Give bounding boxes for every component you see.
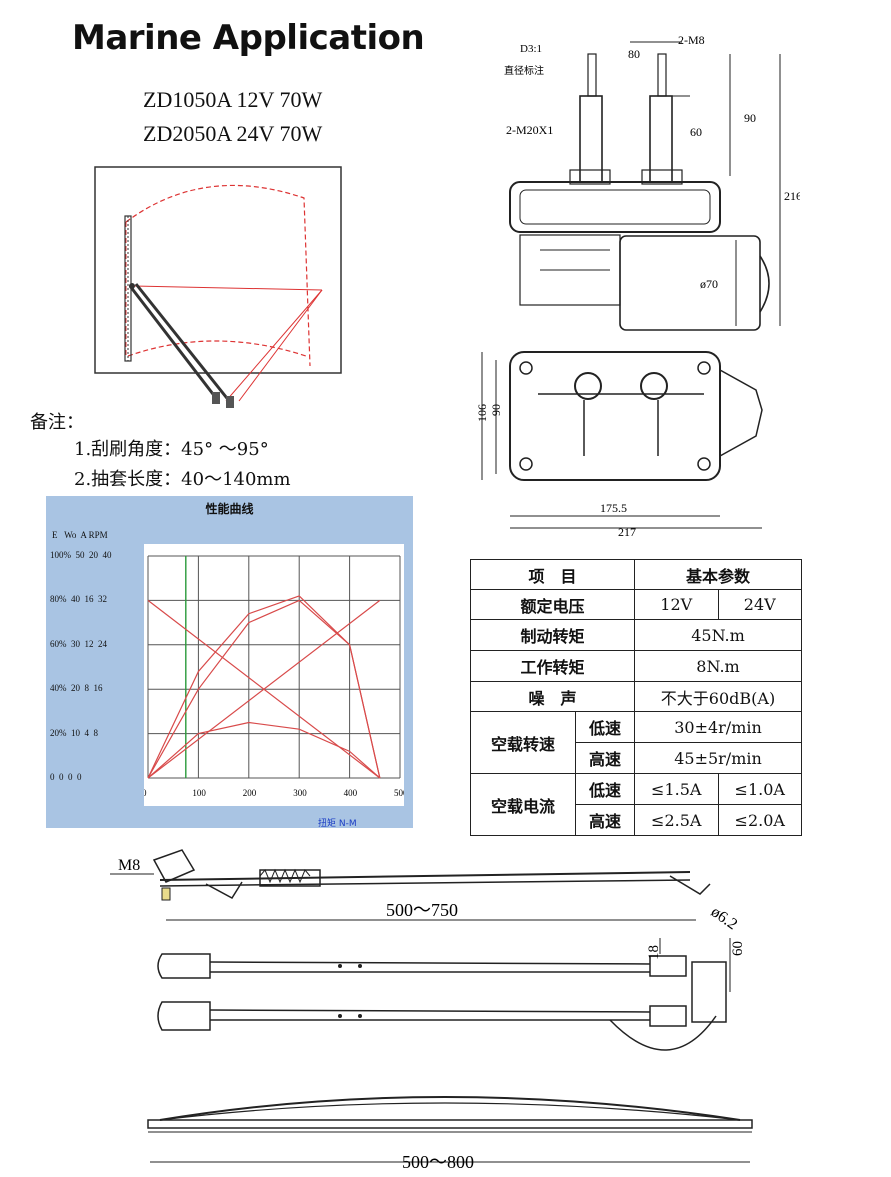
chart-title: 性能曲线 xyxy=(205,502,254,516)
dim-216: 216 xyxy=(784,189,800,203)
chart-series-3 xyxy=(147,599,381,779)
model-zd1050a: ZD1050A 12V 70W xyxy=(143,87,323,112)
spec-stall-torque: 45N.m xyxy=(634,619,802,651)
chart-plot-area: 0 100 200 300 400 500 xyxy=(142,544,408,806)
dim-90: 90 xyxy=(744,111,756,125)
linkage-dim-18: 18 xyxy=(646,945,662,960)
header-a: A xyxy=(80,530,87,540)
spec-current-low-label: 低速 xyxy=(575,773,635,805)
spec-table: 项 目 基本参数 额定电压 12V 24V 制动转矩 45N.m 工作转矩 8N… xyxy=(470,559,802,836)
wiper-angle-diagram xyxy=(94,166,342,408)
performance-chart: 性能曲线 E Wo A RPM 0 100 200 300 400 500 100% 50… xyxy=(46,496,413,829)
wiper-blade-drawing: 500～800 xyxy=(147,1096,753,1172)
wiper-linkage-drawing: 18 60 xyxy=(157,938,746,1051)
dim-2m8: 2-M8 xyxy=(678,33,705,47)
chart-ytick-row: 40% 20 8 16 xyxy=(50,683,103,694)
chart-ytick-row: 60% 30 12 24 xyxy=(50,638,107,649)
model-zd2050a: ZD2050A 24V 70W xyxy=(143,121,323,146)
arm-m8-label: M8 xyxy=(118,857,140,874)
note-wipe-angle: 1.刮刷角度：45° ～95° xyxy=(74,439,269,460)
dim-106: 106 xyxy=(475,404,489,422)
spec-working-torque: 8N.m xyxy=(634,650,802,682)
chart-ytick-row: 80% 40 16 32 xyxy=(50,594,107,605)
spec-label-speed: 空载转速 xyxy=(470,711,576,774)
notes-heading: 备注： xyxy=(30,412,84,433)
spec-current-high-24: ≤2.0A xyxy=(717,804,802,836)
spec-speed-high: 45±5r/min xyxy=(634,742,802,774)
note-shaft-length: 2.抽套长度：40～140mm xyxy=(74,469,291,490)
spec-header-params: 基本参数 xyxy=(634,559,802,590)
chart-ytick-row: 20% 10 4 8 xyxy=(50,727,98,738)
spec-current-high-12: ≤2.5A xyxy=(634,804,719,836)
spec-current-low-24: ≤1.0A xyxy=(717,773,802,805)
spec-voltage-24: 24V xyxy=(717,589,802,620)
spec-current-low-12: ≤1.5A xyxy=(634,773,719,805)
chart-ytick-row: 100% 50 20 40 xyxy=(50,550,112,560)
spec-speed-low-label: 低速 xyxy=(575,711,635,743)
chart-svg: 0 100 200 300 400 500 xyxy=(142,555,408,798)
spec-label-voltage: 额定电压 xyxy=(470,589,635,620)
arm-length-label: 500～750 xyxy=(386,900,458,920)
blade-length-label: 500～800 xyxy=(402,1152,474,1172)
dim-175-5: 175.5 xyxy=(600,501,627,515)
chart-axis-headers: E Wo A RPM xyxy=(52,530,108,540)
spec-label-stall-torque: 制动转矩 xyxy=(470,619,635,651)
dim-o70: ø70 xyxy=(700,277,718,291)
wiper-arm-drawing: M8 500～750 ø6.2 xyxy=(110,849,741,932)
spec-current-high-label: 高速 xyxy=(575,804,635,836)
chart-xtick: 0 xyxy=(144,788,147,798)
dim-2m20: 2-M20X1 xyxy=(506,123,553,137)
spec-noise: 不大于60dB(A) xyxy=(634,681,802,712)
chart-xtick: 200 xyxy=(243,788,257,798)
spec-label-current: 空载电流 xyxy=(470,773,576,836)
chart-series-4 xyxy=(147,721,381,779)
dim-90-bottom: 90 xyxy=(489,404,503,416)
dim-d31: D3:1 xyxy=(520,43,542,55)
chart-xtick: 400 xyxy=(344,788,358,798)
chart-xlabel: 扭矩 N-M xyxy=(318,819,357,829)
dim-217: 217 xyxy=(618,525,636,536)
header-rpm: RPM xyxy=(88,530,108,540)
linkage-dim-60: 60 xyxy=(730,941,746,956)
header-e: E xyxy=(52,530,58,540)
spec-label-noise: 噪 声 xyxy=(470,681,635,712)
dim-diameter-note: 直径标注 xyxy=(504,64,544,77)
dim-80: 80 xyxy=(628,47,640,61)
dim-60: 60 xyxy=(690,125,702,139)
chart-ytick-row: 0 0 0 0 xyxy=(50,772,82,782)
chart-xtick: 100 xyxy=(192,788,206,798)
spec-speed-low: 30±4r/min xyxy=(634,711,802,743)
spec-header-item: 项 目 xyxy=(470,559,635,590)
spec-label-working-torque: 工作转矩 xyxy=(470,650,635,682)
spec-speed-high-label: 高速 xyxy=(575,742,635,774)
page-title: Marine Application xyxy=(72,18,425,58)
motor-side-drawing: D3:1 80 2-M8 直径标注 2-M20X1 90 60 216 ø70 xyxy=(504,33,800,331)
header-wo: Wo xyxy=(64,530,77,540)
chart-series-1 xyxy=(147,599,381,779)
spec-voltage-12: 12V xyxy=(634,589,719,620)
arm-dia-label: ø6.2 xyxy=(708,903,741,932)
chart-xtick: 500 xyxy=(394,788,404,798)
chart-xtick: 300 xyxy=(293,788,307,798)
motor-bottom-view: 106 90 175.5 217 xyxy=(475,351,763,536)
